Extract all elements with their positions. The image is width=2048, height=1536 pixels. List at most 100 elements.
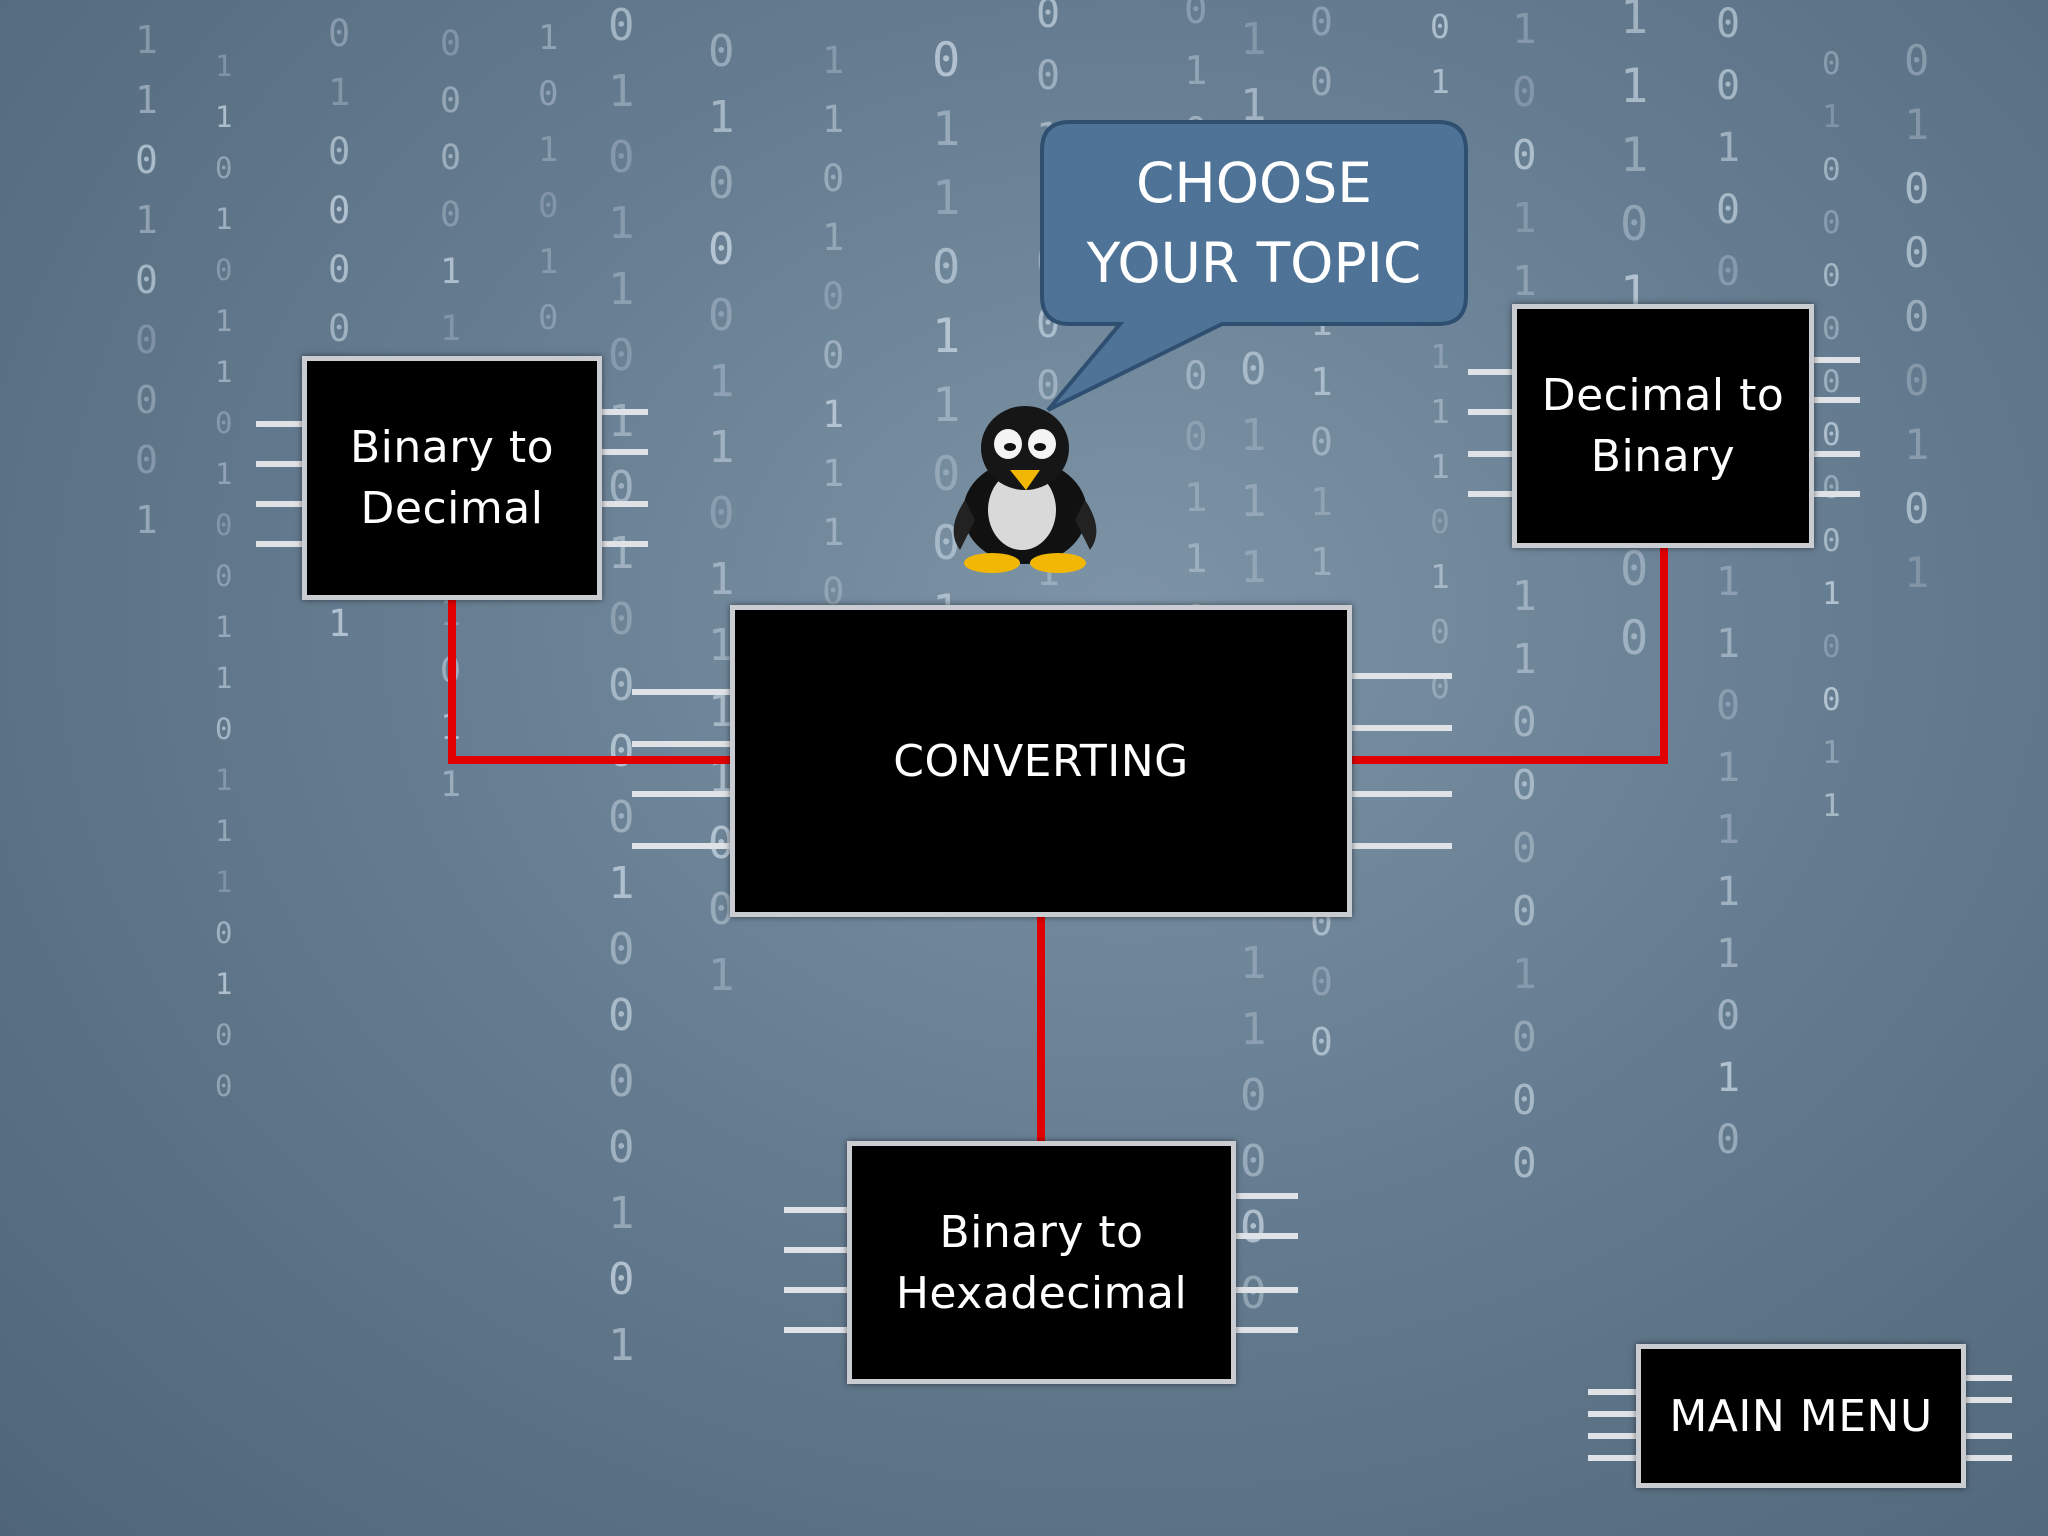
- binary-digit: 1: [1512, 194, 1537, 242]
- binary-digit: 0: [1512, 887, 1537, 935]
- binary-digit: 0: [708, 26, 735, 77]
- tux-penguin-icon: [953, 406, 1097, 573]
- binary-digit: 0: [1822, 629, 1841, 665]
- binary-digit: 1: [1240, 1004, 1267, 1055]
- binary-digit: 0: [1512, 824, 1537, 872]
- binary-digit: 1: [135, 78, 158, 122]
- binary-digit: 0: [215, 559, 232, 593]
- binary-digit: 1: [608, 396, 635, 447]
- binary-digit: 1: [1716, 125, 1740, 171]
- binary-digit: 0: [608, 0, 635, 51]
- binary-digit: 0: [608, 726, 635, 777]
- binary-digit: 1: [1310, 540, 1333, 584]
- binary-digit: 1: [1184, 476, 1207, 521]
- binary-digit: 0: [215, 151, 232, 185]
- binary-digit: 1: [932, 309, 960, 364]
- binary-digit: 0: [1240, 1202, 1267, 1253]
- binary-digit: 0: [608, 1254, 635, 1305]
- binary-digit: 1: [1512, 572, 1537, 620]
- binary-digit: 0: [1822, 46, 1841, 82]
- binary-digit: 1: [328, 602, 350, 645]
- binary-digit: 1: [1240, 542, 1267, 593]
- decimal-to-binary-button[interactable]: Decimal to Binary: [1512, 304, 1814, 548]
- binary-digit: 0: [1620, 197, 1648, 252]
- binary-digit: 0: [1716, 1, 1740, 47]
- binary-digit: 0: [708, 224, 735, 275]
- binary-digit: 0: [135, 318, 158, 362]
- binary-digit: 0: [1716, 1117, 1740, 1163]
- page-title: CONVERTING: [893, 735, 1189, 787]
- binary-digit: 0: [608, 132, 635, 183]
- binary-digit: 0: [1240, 1070, 1267, 1121]
- binary-digit: 0: [215, 406, 232, 440]
- binary-digit: 1: [1822, 99, 1841, 135]
- binary-digit: 0: [215, 253, 232, 287]
- binary-digit: 0: [1822, 470, 1841, 506]
- binary-digit: 0: [1620, 611, 1648, 666]
- binary-digit: 0: [1512, 698, 1537, 746]
- binary-digit: 0: [1512, 1013, 1537, 1061]
- binary-digit: 1: [440, 309, 461, 349]
- main-menu-label: MAIN MENU: [1669, 1390, 1933, 1442]
- binary-digit: 1: [1716, 745, 1740, 791]
- binary-digit: 0: [1716, 683, 1740, 729]
- binary-digit: 1: [1512, 635, 1537, 683]
- binary-digit: 0: [1904, 36, 1929, 85]
- binary-digit: 1: [215, 457, 232, 491]
- binary-digit: 0: [328, 248, 350, 291]
- binary-digit: 1: [1620, 0, 1648, 45]
- binary-digit: 1: [1620, 128, 1648, 183]
- binary-digit: 0: [135, 378, 158, 422]
- binary-digit: 1: [1512, 257, 1537, 305]
- binary-digit: 0: [1904, 484, 1929, 533]
- binary-digit: 1: [1822, 735, 1841, 771]
- binary-digit: 1: [708, 422, 735, 473]
- binary-digit: 0: [708, 290, 735, 341]
- binary-digit: 1: [1716, 931, 1740, 977]
- binary-digit: 0: [328, 130, 350, 173]
- binary-digit: 1: [538, 18, 558, 58]
- binary-to-decimal-button[interactable]: Binary to Decimal: [302, 356, 602, 600]
- binary-digit: 1: [1716, 559, 1740, 605]
- binary-digit: 0: [1184, 0, 1207, 33]
- binary-digit: 0: [440, 195, 461, 235]
- binary-digit: 0: [822, 157, 844, 200]
- binary-digit: 0: [1512, 68, 1537, 116]
- binary-digit: 1: [215, 865, 232, 899]
- binary-digit: 0: [1822, 258, 1841, 294]
- binary-digit: 0: [822, 334, 844, 377]
- binary-digit: 0: [215, 1018, 232, 1052]
- binary-digit: 1: [608, 1320, 635, 1371]
- decimal-to-binary-label: Decimal to Binary: [1541, 370, 1785, 482]
- binary-digit: 0: [1822, 205, 1841, 241]
- binary-digit: 0: [1822, 364, 1841, 400]
- binary-digit: 1: [1716, 807, 1740, 853]
- main-menu-button[interactable]: MAIN MENU: [1636, 1344, 1966, 1488]
- binary-digit: 0: [708, 488, 735, 539]
- binary-digit: 0: [1716, 249, 1740, 295]
- binary-digit: 0: [328, 307, 350, 350]
- binary-digit: 1: [1822, 576, 1841, 612]
- binary-digit: 0: [1310, 60, 1333, 104]
- binary-digit: 0: [1822, 523, 1841, 559]
- binary-digit: 0: [1904, 356, 1929, 405]
- binary-digit: 0: [822, 275, 844, 318]
- binary-digit: 1: [215, 967, 232, 1001]
- binary-digit: 1: [1184, 49, 1207, 94]
- binary-digit: 1: [822, 393, 844, 436]
- binary-to-hexadecimal-label: Binary to Hexadecimal: [895, 1206, 1188, 1319]
- binary-digit: 1: [1620, 59, 1648, 114]
- binary-to-hexadecimal-button[interactable]: Binary to Hexadecimal: [847, 1141, 1236, 1384]
- binary-digit: 1: [708, 356, 735, 407]
- binary-digit: 1: [538, 130, 558, 170]
- binary-digit: 0: [1430, 502, 1450, 541]
- binary-digit: 0: [135, 138, 158, 182]
- binary-digit: 0: [1822, 682, 1841, 718]
- binary-digit: 0: [1822, 417, 1841, 453]
- binary-digit: 1: [708, 950, 735, 1001]
- binary-digit: 1: [1184, 537, 1207, 582]
- binary-digit: 0: [932, 33, 960, 88]
- binary-digit: 0: [135, 438, 158, 482]
- binary-digit: 0: [608, 330, 635, 381]
- binary-digit: 1: [1904, 548, 1929, 597]
